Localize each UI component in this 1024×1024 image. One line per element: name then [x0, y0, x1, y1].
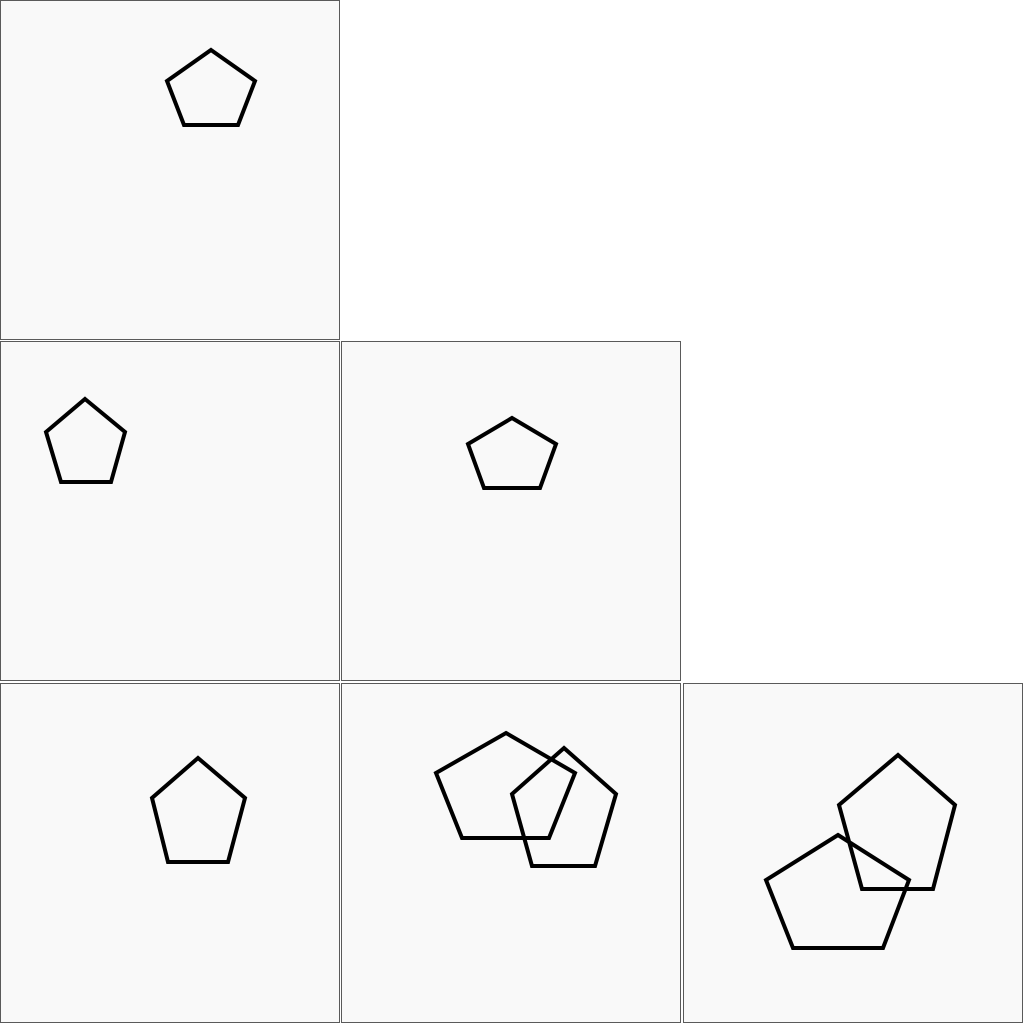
- grid-cell-r2-c1: [0, 341, 340, 681]
- pentagon-shape: [164, 47, 258, 127]
- grid-cell-r3-c3: [683, 683, 1023, 1023]
- grid-cell-r1-c1: [0, 0, 340, 340]
- pentagon-shape: [509, 745, 619, 868]
- cell-drawing: [433, 730, 619, 868]
- grid-cell-r3-c1: [0, 683, 340, 1023]
- cell-drawing: [763, 752, 958, 950]
- grid-cell-r2-c2: [341, 341, 681, 681]
- cell-drawing: [149, 755, 248, 864]
- pentagon-shape: [433, 730, 578, 840]
- pentagon-shape: [836, 752, 958, 891]
- pentagon-shape: [149, 755, 248, 864]
- pentagon-shape: [763, 832, 912, 950]
- cell-drawing: [465, 415, 559, 490]
- cell-drawing: [164, 47, 258, 127]
- cell-drawing: [43, 396, 128, 484]
- grid-cell-r3-c2: [341, 683, 681, 1023]
- pentagon-shape: [43, 396, 128, 484]
- pentagon-shape: [465, 415, 559, 490]
